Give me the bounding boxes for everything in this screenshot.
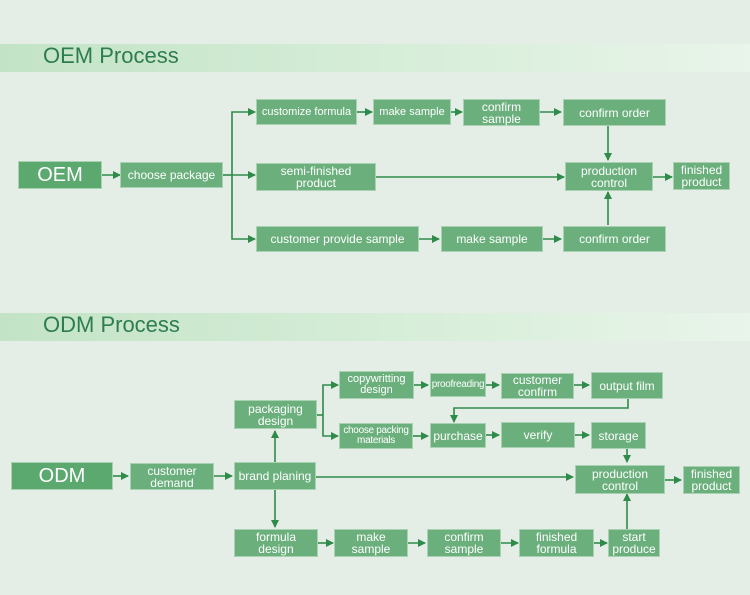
odm-finished-product-node: finished product <box>683 466 740 494</box>
choose-packing-materials-node: choose packing materials <box>339 423 413 449</box>
odm-header-band <box>0 313 750 341</box>
output-film-node: output film <box>591 372 663 399</box>
arrow-branch-up <box>231 108 256 175</box>
formula-design-node: formula design <box>234 529 318 557</box>
proofreading-node: proofreading <box>430 373 486 397</box>
arrow-packaging-down <box>322 415 339 440</box>
confirm-order-node-1: confirm order <box>563 99 666 126</box>
verify-node: verify <box>501 422 575 448</box>
odm-make-sample-node: make sample <box>334 529 408 557</box>
make-sample-node-2: make sample <box>441 226 543 252</box>
start-produce-node: start produce <box>608 529 660 557</box>
odm-confirm-sample-node: confirm sample <box>427 529 501 557</box>
odm-section-title: ODM Process <box>43 312 180 337</box>
oem-production-control-node: production control <box>565 162 653 191</box>
oem-finished-product-node: finished product <box>673 162 730 190</box>
copywritting-design-node: copywritting design <box>339 371 414 399</box>
confirm-sample-node: confirm sample <box>463 99 540 126</box>
choose-package-node: choose package <box>120 162 223 188</box>
oem-header-band <box>0 44 750 72</box>
customer-demand-node: customer demand <box>130 463 214 490</box>
brand-planing-node: brand planing <box>234 462 316 490</box>
storage-node: storage <box>591 422 646 449</box>
arrow-film-to-purchase <box>450 399 629 423</box>
odm-production-control-node: production control <box>575 465 665 494</box>
make-sample-node-1: make sample <box>373 99 451 125</box>
customer-confirm-node: customer confirm <box>501 373 574 399</box>
oem-section-title: OEM Process <box>43 43 179 68</box>
customer-provide-sample-node: customer provide sample <box>256 226 419 252</box>
customize-formula-node: customize formula <box>256 99 357 125</box>
oem-start-node: OEM <box>18 161 102 189</box>
purchase-node: purchase <box>430 423 486 448</box>
packaging-design-node: packaging design <box>234 400 317 429</box>
finished-formula-node: finished formula <box>519 529 594 557</box>
arrow-branch-down <box>231 175 256 243</box>
semi-finished-product-node: semi-finished product <box>256 163 376 191</box>
odm-start-node: ODM <box>11 462 113 490</box>
confirm-order-node-2: confirm order <box>563 226 666 252</box>
arrow-packaging-up <box>322 381 339 415</box>
